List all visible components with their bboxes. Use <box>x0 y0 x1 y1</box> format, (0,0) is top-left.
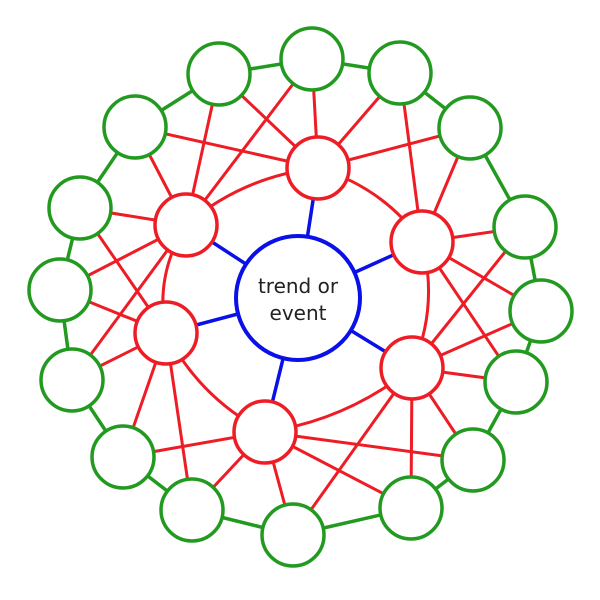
first-order-node <box>232 399 298 465</box>
second-order-node <box>39 347 105 413</box>
second-order-node <box>159 477 225 543</box>
consequence-connector <box>184 58 314 226</box>
second-order-node <box>47 175 113 241</box>
consequence-connector <box>291 367 414 536</box>
second-order-node <box>483 349 549 415</box>
second-order-node <box>90 424 156 490</box>
central-label-line-1: trend or <box>258 274 339 298</box>
consequence-connector <box>264 430 474 462</box>
second-order-consequences <box>27 26 574 568</box>
central-node: trend or event <box>234 234 362 362</box>
second-order-node <box>367 40 433 106</box>
second-order-node <box>440 427 506 493</box>
second-order-node <box>378 475 444 541</box>
second-order-node <box>102 94 168 160</box>
first-order-node <box>133 300 199 366</box>
second-order-node <box>437 95 503 161</box>
second-order-node <box>508 278 574 344</box>
central-circle <box>234 234 362 362</box>
second-order-node <box>260 502 326 568</box>
first-order-consequences <box>133 135 455 465</box>
first-order-node <box>285 135 351 201</box>
second-order-node <box>492 194 558 260</box>
second-order-node <box>27 257 93 323</box>
second-order-node <box>186 41 252 107</box>
central-label-line-2: event <box>270 301 327 325</box>
second-order-node <box>279 26 345 92</box>
first-order-node <box>153 192 219 258</box>
first-order-node <box>389 209 455 275</box>
first-order-node <box>379 335 445 401</box>
